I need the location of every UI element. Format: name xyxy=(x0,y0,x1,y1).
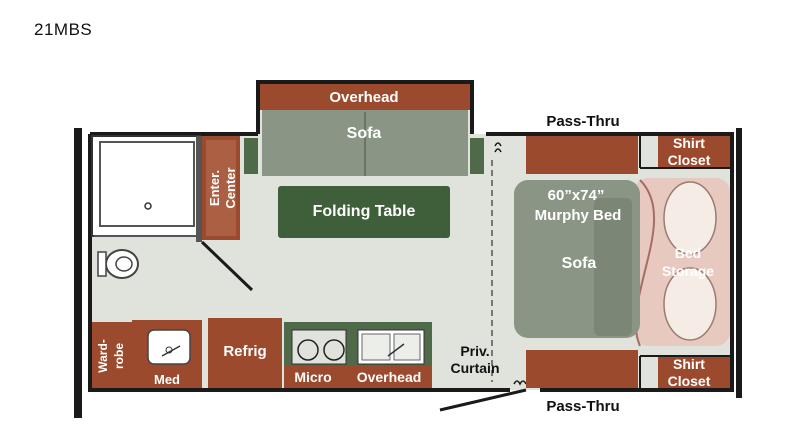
shirt-closet-top xyxy=(658,136,730,168)
shirt-closet-bottom xyxy=(658,356,730,388)
label-med: Med xyxy=(154,372,180,387)
label-overhead-top: Overhead xyxy=(329,89,398,106)
label-micro: Micro xyxy=(294,369,331,385)
entry-door xyxy=(439,388,527,412)
label-overhead-kitchen: Overhead xyxy=(357,369,422,385)
front-wall-bar xyxy=(74,128,82,418)
label-refrig: Refrig xyxy=(223,343,266,360)
curtain-top-marks xyxy=(494,142,502,153)
burner-left xyxy=(297,339,319,361)
label-shirt-closet-top-1: Shirt xyxy=(673,135,705,151)
label-bed: Bed xyxy=(675,245,701,261)
outer-walls xyxy=(88,80,734,392)
kitchen-sink-basin-right xyxy=(393,333,421,361)
shower xyxy=(99,141,195,227)
label-storage: Storage xyxy=(662,263,714,279)
kitchen-sink-basin-left xyxy=(361,333,391,361)
entertainment-center-face xyxy=(206,140,236,236)
wardrobe xyxy=(92,322,132,388)
label-robe: robe xyxy=(112,343,126,369)
label-shirt-closet-bottom-2: Closet xyxy=(668,373,711,389)
pass-thru-cabinet-bottom xyxy=(526,350,638,388)
entertainment-center xyxy=(200,136,240,240)
folding-table xyxy=(278,186,450,238)
label-pass-thru-top: Pass-Thru xyxy=(546,113,619,130)
label-shirt-closet-bottom-1: Shirt xyxy=(673,356,705,372)
bath-door xyxy=(200,240,254,292)
label-sofa-top: Sofa xyxy=(347,125,382,142)
label-center: Center xyxy=(223,167,238,208)
bed-storage-ring-bottom xyxy=(663,267,717,341)
murphy-bed-back xyxy=(594,198,632,336)
overhead-cabinet-top xyxy=(260,84,470,110)
label-priv: Priv. xyxy=(460,343,489,359)
label-enter: Enter. xyxy=(207,170,222,206)
bath-faucet xyxy=(161,345,181,357)
bed-storage-ring-top xyxy=(663,181,717,255)
label-folding-table: Folding Table xyxy=(313,203,416,220)
label-pass-thru-bottom: Pass-Thru xyxy=(546,398,619,415)
label-sofa-bed: Sofa xyxy=(562,255,597,272)
label-curtain: Curtain xyxy=(451,360,500,376)
bath-door-frame xyxy=(196,136,202,242)
label-murphy-size: 60”x74” xyxy=(548,187,605,204)
toilet-bowl xyxy=(115,256,133,272)
med-cabinet xyxy=(142,368,192,388)
model-name: 21MBS xyxy=(34,20,93,39)
cooktop xyxy=(291,329,347,365)
label-shirt-closet-top-2: Closet xyxy=(668,152,711,168)
galley-base xyxy=(284,366,432,388)
refrigerator xyxy=(208,318,282,388)
sofa-arm-left xyxy=(244,138,258,174)
label-ward: Ward- xyxy=(96,339,110,373)
toilet-tank xyxy=(97,251,107,277)
pass-thru-cabinet-top xyxy=(526,136,638,174)
curtain-bottom-marks xyxy=(513,380,527,386)
label-murphy-bed: Murphy Bed xyxy=(535,207,622,224)
sofa-arm-right xyxy=(470,138,484,174)
shower-drain xyxy=(144,202,152,210)
kitchen-faucet xyxy=(387,343,405,357)
burner-right xyxy=(323,339,345,361)
rear-wall-bar xyxy=(736,128,742,398)
